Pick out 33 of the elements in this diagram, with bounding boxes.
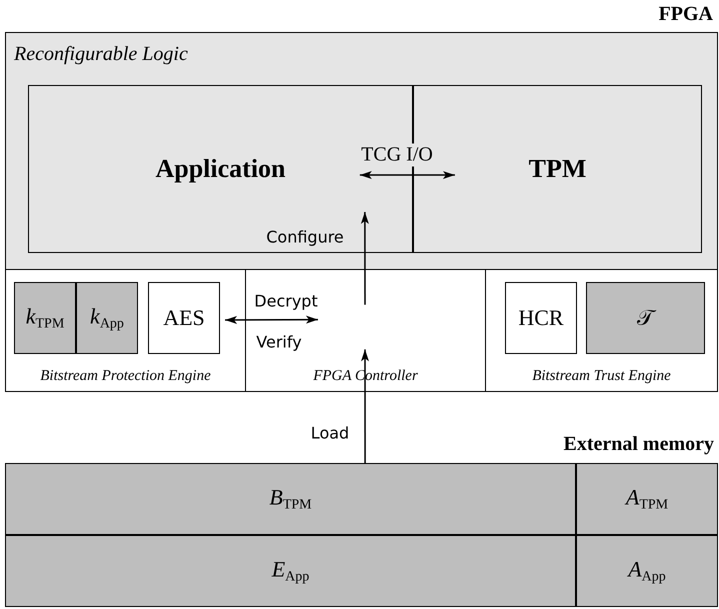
arrow — [225, 316, 318, 324]
cell-label: k$_{TPM}$ — [26, 304, 64, 332]
edge-label: Configure — [264, 228, 346, 246]
region-panel — [6, 33, 717, 270]
cell-box — [148, 282, 220, 354]
block-caption: Bitstream Protection Engine — [39, 368, 212, 385]
block-caption: Bitstream Trust Engine — [531, 368, 672, 385]
cell-box — [576, 463, 718, 535]
edge-label: TCG I/O — [359, 144, 435, 166]
arrow — [360, 212, 369, 305]
cell-label: A$_{TPM}$ — [626, 484, 668, 514]
region-title: Reconfigurable Logic — [14, 43, 188, 66]
arrow — [361, 349, 369, 463]
cell-box — [76, 282, 138, 354]
module-label: TPM — [528, 154, 586, 184]
cell-label: A$_{App}$ — [628, 556, 666, 586]
module-label: Application — [155, 154, 286, 184]
arrow — [360, 171, 455, 180]
cell-label: E$_{App}$ — [272, 556, 310, 586]
cell-box — [576, 535, 718, 607]
cell-label: 𝒯 — [637, 305, 654, 331]
cell-label: k$_{App}$ — [90, 304, 124, 332]
cell-box — [505, 282, 577, 354]
cell-box — [5, 535, 576, 607]
cell-box — [5, 463, 576, 535]
cell-label: HCR — [518, 305, 564, 331]
cell-label: B$_{TPM}$ — [269, 484, 312, 514]
cell-label: AES — [163, 305, 205, 331]
heading: External memory — [563, 433, 714, 456]
operation-label: Verify — [256, 332, 302, 352]
heading: FPGA — [658, 3, 713, 26]
cell-box — [586, 282, 705, 354]
cell-box — [14, 282, 76, 354]
